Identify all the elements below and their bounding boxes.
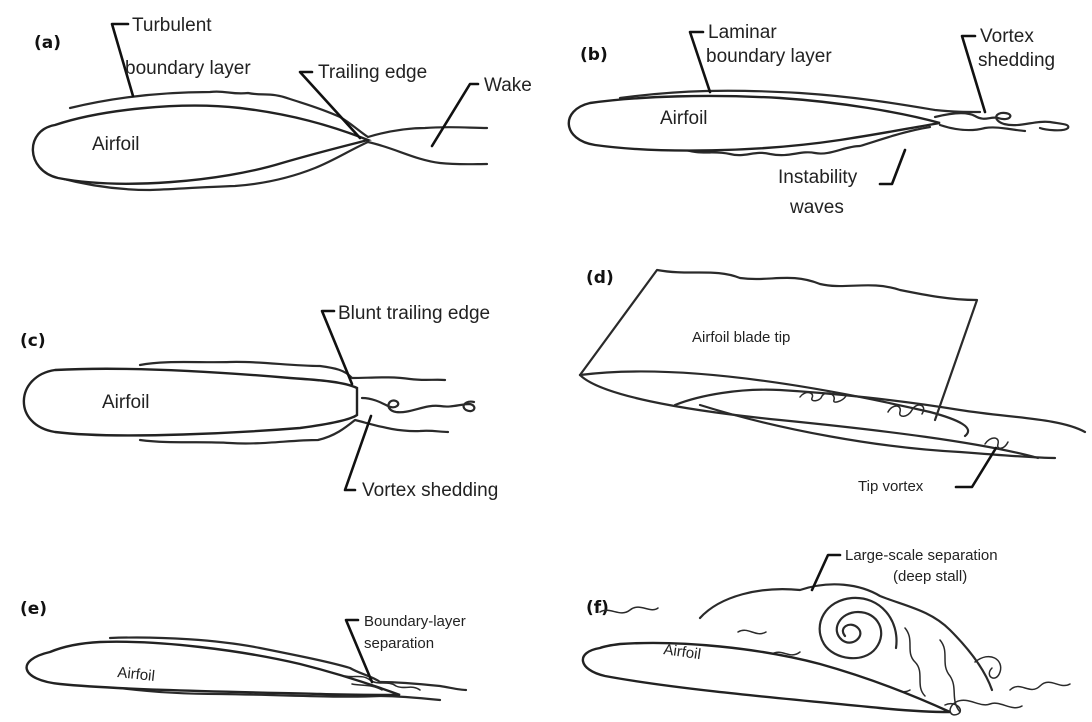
panel-d-tip-vortex-label: Tip vortex	[858, 478, 924, 495]
panel-f-squiggle-6	[975, 657, 1001, 679]
panel-a-turbulent-label-line2: boundary layer	[125, 58, 251, 79]
panel-a-trailing-edge-label: Trailing edge	[318, 62, 427, 83]
panel-d-blade-upper-surface	[580, 372, 968, 437]
panel-e: (e) Airfoil Boundary-layer separation	[20, 599, 466, 700]
panel-f-squiggle-4	[905, 628, 925, 696]
panel-f-squiggle-2	[738, 630, 766, 633]
panel-a: (a) Airfoil Turbulent boundary layer Tra…	[33, 15, 532, 190]
panel-a-turbulent-label-line1: Turbulent	[132, 15, 212, 36]
panel-e-airfoil	[27, 642, 400, 695]
panel-c-vortex-trail	[362, 398, 474, 412]
panel-f-tag: (f)	[586, 598, 609, 618]
panel-c-blunt-label: Blunt trailing edge	[338, 303, 490, 324]
panel-d-tag: (d)	[586, 268, 614, 288]
panel-b: (b) Airfoil Laminar boundary layer Vorte…	[569, 22, 1069, 218]
panel-d-blade-tip-label: Airfoil blade tip	[692, 329, 790, 346]
panel-c-vortex-leader	[345, 416, 371, 490]
panel-b-vortex-label-line1: Vortex	[980, 26, 1034, 47]
panel-b-instability-label-line1: Instability	[778, 167, 858, 188]
panel-d: (d) Airfoil blade tip Tip vortex	[580, 268, 1085, 495]
panel-a-wake-leader	[432, 84, 478, 146]
panel-b-airfoil-label: Airfoil	[660, 108, 708, 129]
panel-c: (c) Airfoil Blunt trailing edge Vortex s…	[20, 303, 498, 501]
panel-e-separation-label-line2: separation	[364, 635, 434, 652]
panel-d-tip-vortex-sheet-upper	[675, 390, 1085, 432]
panel-b-vortex-leader	[962, 36, 985, 112]
panel-b-vortex-label-line2: shedding	[978, 50, 1055, 71]
panel-a-tag: (a)	[34, 33, 61, 53]
panel-b-instability-label-line2: waves	[789, 197, 844, 218]
panel-b-instability-leader	[880, 150, 905, 184]
panel-f-large-vortex	[820, 598, 897, 658]
panel-c-airfoil	[24, 369, 357, 436]
panel-f-stall-label-line1: Large-scale separation	[845, 547, 998, 564]
panel-c-vortex-label: Vortex shedding	[362, 480, 498, 501]
panel-f: (f) Airfoil Large-scale separation (deep…	[583, 547, 1070, 715]
panel-f-stall-label-line2: (deep stall)	[893, 568, 967, 585]
panel-c-airfoil-label: Airfoil	[102, 392, 150, 413]
panel-b-airfoil	[569, 96, 940, 151]
panel-f-airfoil	[583, 643, 950, 712]
panel-c-tag: (c)	[20, 331, 46, 351]
panel-f-squiggle-7	[1010, 682, 1070, 690]
panel-b-tag: (b)	[580, 45, 608, 65]
panel-e-tag: (e)	[20, 599, 47, 619]
panel-a-airfoil	[33, 106, 368, 184]
panel-a-wake-label: Wake	[484, 75, 532, 96]
panel-a-airfoil-label: Airfoil	[92, 134, 140, 155]
panel-b-laminar-label-line1: Laminar	[708, 22, 777, 43]
panel-e-separation-label-line1: Boundary-layer	[364, 613, 466, 630]
panel-b-laminar-label-line2: boundary layer	[706, 46, 832, 67]
